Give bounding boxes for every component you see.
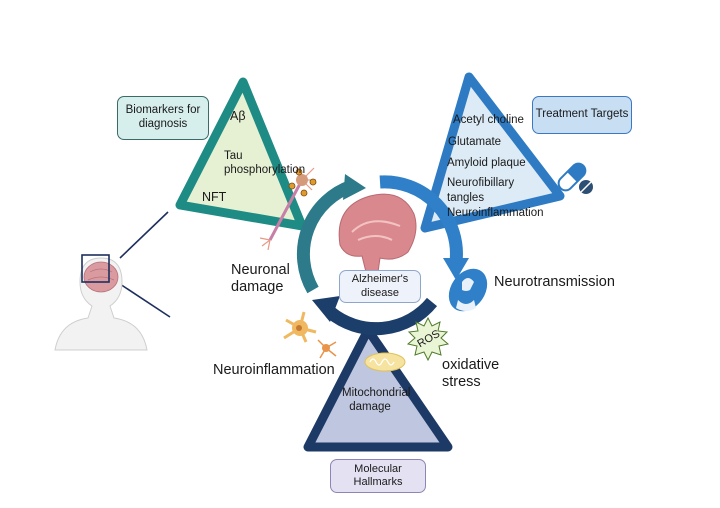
treatment-box-label: Treatment Targets [535, 108, 629, 121]
neuroinflammation-label: Neuroinflammation [213, 362, 335, 378]
neurotransmission-label: Neurotransmission [494, 274, 615, 290]
cycle-arrowhead-blue [443, 258, 469, 280]
brain-icon [338, 193, 417, 273]
zoom-box [81, 254, 110, 283]
biomarkers-box-line2: diagnosis [138, 118, 188, 130]
tau-label: Tau [224, 150, 243, 162]
head-icon [54, 257, 148, 351]
glutamate-label: Glutamate [448, 136, 502, 148]
oxidative-stress-line2: stress [442, 374, 481, 390]
treatment-box: Treatment Targets [532, 96, 632, 134]
mitochondrial-label: Mitochondrial [342, 387, 411, 399]
molecular-line1: Molecular [354, 462, 402, 475]
molecular-line2: Hallmarks [353, 476, 403, 488]
damage-label: damage [349, 401, 391, 413]
oxidative-stress-line1: oxidative [442, 357, 500, 373]
neurofibrillary-label: Neurofibillary [447, 177, 515, 189]
cycle-arrowhead-navy [312, 296, 340, 322]
cycle-arrowhead-teal [343, 174, 366, 200]
acetylcholine-label: Acetyl choline [453, 114, 524, 126]
cycle-arrow-teal [296, 179, 355, 294]
phosphorylation-label: phosphorylation [224, 164, 306, 176]
cycle-arrow-blue [379, 175, 463, 263]
alzheimers-line1: Alzheimer's [351, 273, 409, 286]
alzheimers-line2: disease [361, 286, 399, 299]
neuron-icon [259, 165, 317, 251]
biomarkers-triangle [175, 77, 307, 231]
tangles-label: tangles [447, 192, 485, 204]
abeta-label: Aβ [230, 109, 246, 123]
synapse-icon [448, 268, 488, 312]
mitochondria-icon [364, 352, 406, 372]
ros-burst-icon [406, 316, 450, 362]
biomarkers-box-line1: Biomarkers for [125, 104, 201, 117]
neuroinflammation-target-label: Neuroinflammation [447, 207, 544, 219]
microglia-icon [283, 311, 337, 359]
treatment-triangle [420, 72, 565, 233]
cycle-arrow-navy [325, 297, 438, 336]
pill-icon [557, 162, 593, 194]
neuronal-damage-line1: Neuronal [231, 262, 290, 278]
molecular-triangle [303, 325, 453, 452]
nft-label: NFT [202, 190, 227, 204]
amyloid-plaque-label: Amyloid plaque [447, 157, 526, 169]
zoom-line-lower [119, 283, 171, 318]
neuronal-damage-line2: damage [231, 279, 284, 295]
zoom-line-upper [119, 211, 169, 259]
